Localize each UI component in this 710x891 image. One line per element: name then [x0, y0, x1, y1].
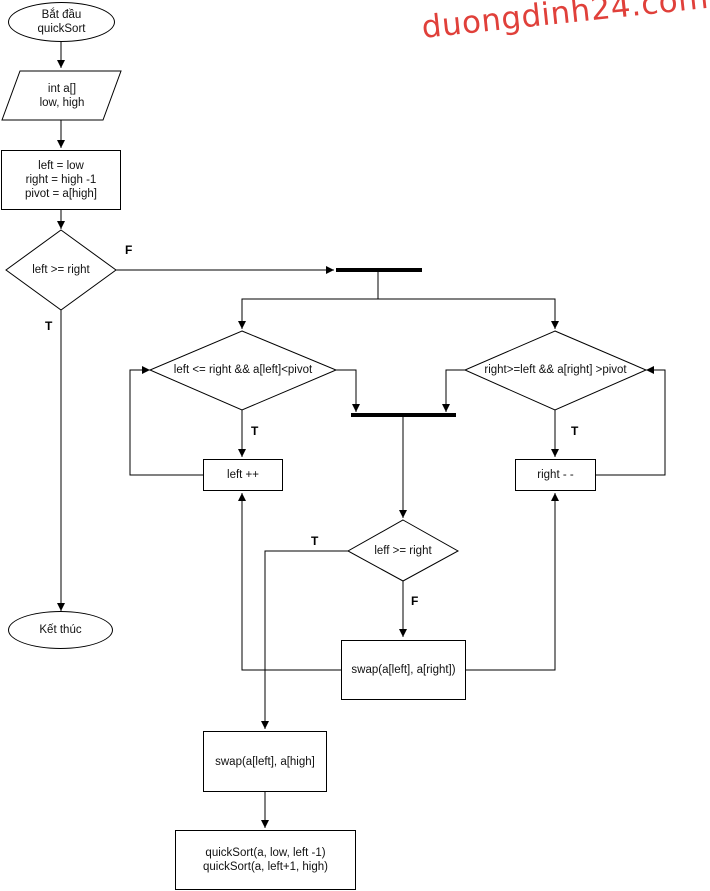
cond-right-text: right>=left && a[right] >pivot	[484, 364, 627, 376]
swap-high-node: swap(a[left], a[high]	[203, 731, 327, 792]
mid-true-label: T	[311, 534, 319, 548]
fork-bar	[336, 268, 422, 272]
cond-right-shape	[463, 330, 648, 411]
edge-swap-right	[465, 493, 559, 671]
cond-mid-shape	[346, 519, 460, 582]
edge-swap-left	[238, 493, 341, 671]
init-node: left = low right = high -1 pivot = a[hig…	[1, 150, 121, 210]
input-shape	[1, 70, 122, 121]
join-bar	[351, 413, 456, 417]
edge-fork-split-right	[378, 298, 559, 329]
cond-main-shape	[5, 229, 117, 311]
main-false-label: F	[125, 243, 133, 257]
mid-false-label: F	[411, 594, 419, 608]
right-decrement-node: right - -	[515, 459, 596, 491]
main-true-label: T	[45, 319, 53, 333]
start-node: Bắt đầu quickSort	[8, 2, 115, 42]
right-true-label: T	[571, 424, 579, 438]
edge-left-join	[336, 369, 360, 412]
end-node: Kết thúc	[8, 611, 113, 649]
edge-right-loop	[596, 366, 666, 476]
left-true-label: T	[251, 424, 259, 438]
cond-main-text: left >= right	[32, 264, 90, 276]
left-increment-node: left ++	[203, 459, 283, 491]
edge-right-join	[442, 369, 465, 412]
input-node: int a[] low, high	[39, 82, 85, 109]
edge-left-loop	[129, 366, 203, 476]
cond-left-shape	[148, 330, 338, 411]
edge-mid-true	[261, 550, 348, 729]
recurse-node: quickSort(a, low, left -1) quickSort(a, …	[175, 830, 356, 890]
cond-left-text: left <= right && a[left]<pivot	[173, 364, 313, 376]
cond-mid-text: leff >= right	[374, 545, 432, 557]
swap-left-right-node: swap(a[left], a[right])	[341, 640, 466, 700]
flowchart-canvas	[1, 42, 666, 828]
edge-fork-split	[238, 270, 379, 329]
